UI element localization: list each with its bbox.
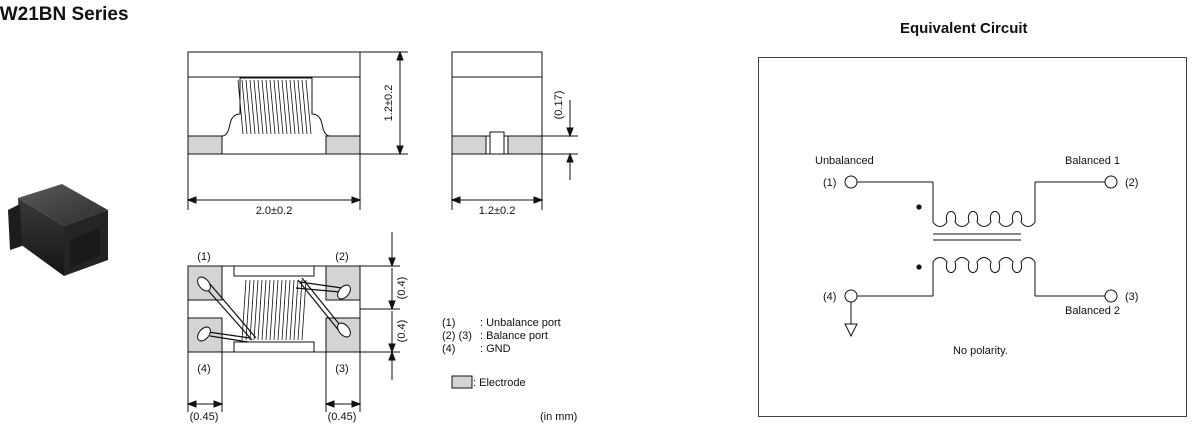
pin-label-2: (2) — [335, 251, 348, 263]
dimension-drawing: 1.2±0.2 (0.17) 2.0±0.2 1.2±0.2 (0.4) (0.… — [186, 50, 578, 423]
dim-height: 1.2±0.2 — [383, 85, 395, 122]
series-title: KW21BN Series — [0, 4, 129, 25]
dim-length: 2.0±0.2 — [256, 205, 293, 217]
circuit-pin-3: (3) — [1125, 291, 1138, 303]
circuit-pin-1: (1) — [823, 177, 836, 189]
dim-lower-pitch: (0.4) — [396, 320, 408, 343]
dim-upper-pitch: (0.4) — [396, 277, 408, 300]
legend-num-1: (1) — [442, 317, 455, 329]
pin-label-4: (4) — [197, 363, 210, 375]
circuit-pin-4: (4) — [823, 291, 836, 303]
label-balanced-1: Balanced 1 — [1065, 155, 1120, 167]
circuit-pin-2: (2) — [1125, 177, 1138, 189]
legend-text-2: : Balance port — [480, 330, 548, 342]
equivalent-circuit-box: Unbalanced Balanced 1 Balanced 2 (1) (2)… — [758, 57, 1187, 417]
label-unbalanced: Unbalanced — [815, 155, 874, 167]
legend-electrode: : Electrode — [473, 377, 526, 389]
label-balanced-2: Balanced 2 — [1065, 305, 1120, 317]
pin-label-3: (3) — [335, 363, 348, 375]
legend-text-1: : Unbalance port — [480, 317, 561, 329]
equivalent-circuit-diagram: Unbalanced Balanced 1 Balanced 2 (1) (2)… — [815, 155, 1138, 357]
dim-right-electrode: (0.45) — [328, 411, 357, 423]
legend-num-2: (2) (3) — [442, 330, 472, 342]
component-photo — [8, 184, 108, 276]
pin-label-1: (1) — [197, 251, 210, 263]
dim-width: 1.2±0.2 — [479, 205, 516, 217]
legend-text-3: : GND — [480, 343, 511, 355]
legend-num-3: (4) — [442, 343, 455, 355]
dim-left-electrode: (0.45) — [190, 411, 219, 423]
no-polarity-note: No polarity. — [953, 345, 1008, 357]
dim-electrode-height: (0.17) — [553, 91, 565, 120]
circuit-title: Equivalent Circuit — [900, 20, 1028, 37]
unit-note: (in mm) — [540, 411, 577, 423]
